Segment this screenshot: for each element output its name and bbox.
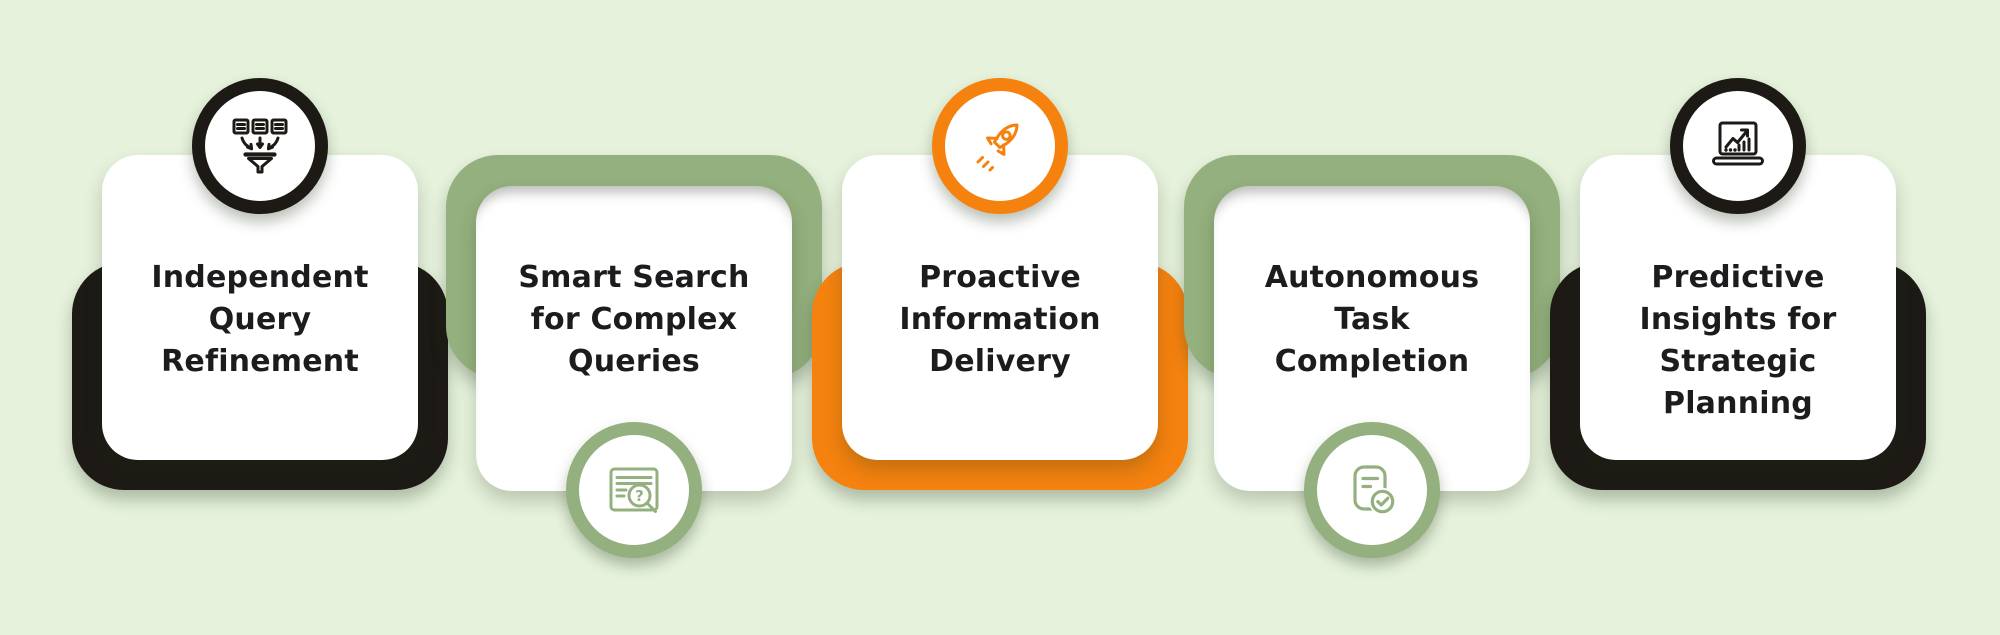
title-line: Refinement (161, 344, 359, 379)
title-line: Proactive (919, 260, 1081, 295)
title-line: Information (899, 302, 1101, 337)
icon-badge (192, 78, 328, 214)
title-line: Independent (151, 260, 369, 295)
icon-badge (932, 78, 1068, 214)
title-line: Insights for (1639, 302, 1837, 337)
title-line: Smart Search (518, 260, 750, 295)
card-title: Predictive Insights for Strategic Planni… (1580, 257, 1896, 425)
feature-card-autonomous-task-completion: Autonomous Task Completion (1184, 0, 1560, 635)
title-line: Strategic (1659, 344, 1817, 379)
title-line: Predictive (1651, 260, 1825, 295)
feature-card-smart-search: Smart Search for Complex Queries ? (446, 0, 822, 635)
icon-badge: ? (566, 422, 702, 558)
card-title: Independent Query Refinement (102, 257, 418, 383)
rocket-icon (976, 123, 1019, 172)
funnel-sources-icon (232, 118, 288, 174)
title-line: Delivery (929, 344, 1071, 379)
feature-card-predictive-insights: Predictive Insights for Strategic Planni… (1550, 0, 1926, 635)
title-line: Planning (1663, 386, 1813, 421)
icon-badge (1670, 78, 1806, 214)
card-title: Smart Search for Complex Queries (476, 257, 792, 383)
card-title: Autonomous Task Completion (1214, 257, 1530, 383)
title-line: Autonomous (1264, 260, 1480, 295)
title-line: for Complex (530, 302, 738, 337)
title-line: Queries (568, 344, 700, 379)
svg-text:?: ? (635, 487, 644, 505)
feature-card-proactive-information-delivery: Proactive Information Delivery (812, 0, 1188, 635)
search-document-icon: ? (609, 467, 659, 513)
feature-card-independent-query-refinement: Independent Query Refinement (72, 0, 448, 635)
title-line: Task (1334, 302, 1410, 337)
task-check-icon (1353, 465, 1397, 516)
title-line: Completion (1274, 344, 1470, 379)
laptop-chart-icon (1712, 121, 1764, 166)
card-title: Proactive Information Delivery (842, 257, 1158, 383)
title-line: Query (208, 302, 312, 337)
icon-badge (1304, 422, 1440, 558)
